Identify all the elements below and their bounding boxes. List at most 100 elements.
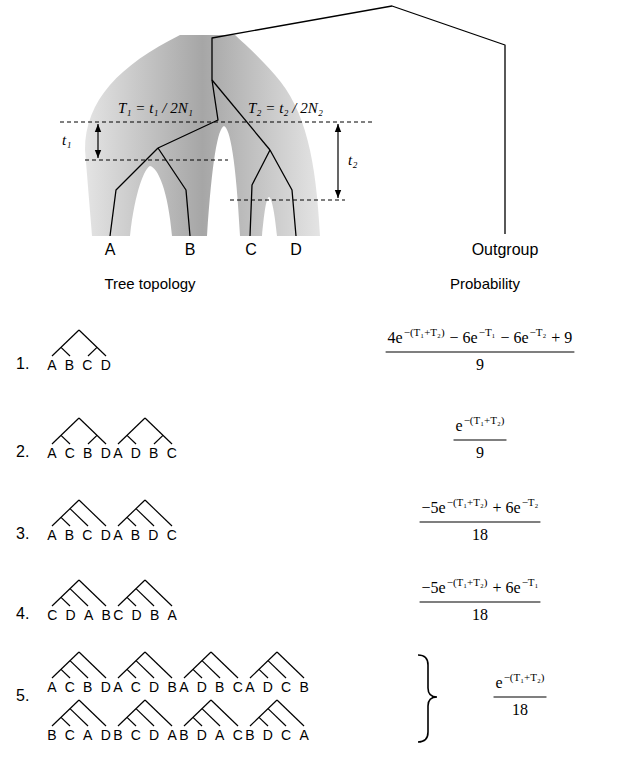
probability-formula: e−(T₁+T₂) 18 bbox=[492, 673, 549, 720]
probability-formula: −5e−(T₁+T₂) + 6e−T₂ 18 bbox=[418, 498, 543, 545]
time-line bbox=[230, 200, 345, 201]
tree-branch bbox=[145, 418, 172, 444]
fraction-bar bbox=[420, 601, 541, 602]
time-label: t₁ bbox=[62, 131, 71, 149]
exponent: −(T₁+T₂) bbox=[447, 576, 488, 588]
tree-branch bbox=[52, 330, 79, 356]
leaf-order: ABCD bbox=[47, 527, 119, 544]
numerator: e−(T₁+T₂) bbox=[496, 673, 545, 694]
tree-branch bbox=[202, 709, 220, 726]
tree-glyph bbox=[184, 652, 238, 678]
exponent: −(T₁+T₂) bbox=[447, 496, 488, 508]
exponent: −T₁ bbox=[522, 576, 539, 588]
tree-branch bbox=[127, 435, 136, 444]
leaf-order: CDAB bbox=[47, 607, 119, 624]
outgroup-branch bbox=[212, 6, 505, 234]
gene-lineage bbox=[250, 150, 270, 236]
leaf-order: ACBD bbox=[47, 445, 119, 462]
tree-branch bbox=[61, 669, 70, 678]
numerator: −5e−(T₁+T₂) + 6e−T₂ bbox=[422, 498, 539, 519]
fraction-bars bbox=[386, 352, 575, 697]
time-line bbox=[60, 122, 375, 123]
numerator: −5e−(T₁+T₂) + 6e−T₁ bbox=[422, 578, 539, 599]
tree-branch bbox=[136, 661, 154, 678]
row-number: 4. bbox=[16, 604, 29, 623]
tree-branch bbox=[136, 589, 154, 606]
tree-branch bbox=[193, 717, 202, 726]
tree-branch bbox=[70, 661, 88, 678]
fraction-bar bbox=[454, 439, 507, 440]
tree-branch bbox=[79, 418, 106, 444]
population-shading bbox=[85, 35, 320, 236]
interval-arrow bbox=[97, 124, 98, 158]
denominator: 9 bbox=[476, 443, 484, 463]
exponent: −T₁ bbox=[479, 326, 496, 338]
leaf-order: ACDB bbox=[113, 679, 185, 696]
tree-branch bbox=[70, 509, 88, 526]
tree-branch bbox=[61, 597, 70, 606]
tree-branch bbox=[79, 330, 106, 356]
tree-branch bbox=[145, 580, 172, 606]
tree-branch bbox=[145, 652, 172, 678]
leaf-order: BCAD bbox=[47, 727, 119, 744]
tree-branch bbox=[277, 652, 304, 678]
leaf-order: ADCB bbox=[245, 679, 317, 696]
formula-term: e bbox=[496, 674, 503, 691]
tree-glyph bbox=[52, 580, 106, 606]
tree-branch bbox=[193, 669, 202, 678]
exponent: −T₂ bbox=[522, 496, 539, 508]
exponent: −(T₁+T₂) bbox=[504, 671, 545, 683]
curly-brace bbox=[418, 655, 437, 742]
tree-branch bbox=[259, 669, 268, 678]
tree-branch bbox=[268, 661, 286, 678]
formula-term: + 6e bbox=[493, 499, 521, 516]
formula-term: −5e bbox=[422, 579, 446, 596]
tree-branch bbox=[79, 652, 106, 678]
formula-term: + 9 bbox=[551, 329, 572, 346]
tree-glyph bbox=[184, 700, 238, 726]
tree-branch bbox=[145, 700, 172, 726]
denominator: 18 bbox=[512, 700, 528, 720]
formula-term: 4e bbox=[388, 329, 403, 346]
exponent: −T₂ bbox=[530, 326, 547, 338]
tree-branch bbox=[61, 717, 70, 726]
scaled-time-label: T₂ = t₂ / 2N₂ bbox=[248, 99, 323, 117]
leaf-order: ABDC bbox=[113, 527, 185, 544]
leaf-order: ADBC bbox=[113, 445, 185, 462]
interval-arrow bbox=[337, 124, 338, 198]
tree-glyph bbox=[118, 700, 172, 726]
row-number: 1. bbox=[16, 354, 29, 373]
row-number: 2. bbox=[16, 442, 29, 461]
species-label: C bbox=[245, 240, 257, 259]
species-label: A bbox=[105, 240, 116, 259]
tree-glyph bbox=[52, 418, 106, 444]
formula-term: −5e bbox=[422, 499, 446, 516]
scaled-time-label: T₁ = t₁ / 2N₁ bbox=[118, 99, 193, 117]
tree-branch bbox=[259, 717, 268, 726]
tree-branch bbox=[268, 709, 286, 726]
species-label: Outgroup bbox=[472, 240, 539, 259]
leaf-order: BDAC bbox=[179, 727, 251, 744]
time-label: t₂ bbox=[348, 151, 357, 169]
tree-glyph bbox=[118, 418, 172, 444]
probability-formula: 4e−(T₁+T₂)− 6e−T₁− 6e−T₂+ 99 bbox=[384, 328, 577, 375]
exponent: −(T₁+T₂) bbox=[404, 326, 445, 338]
tree-glyph bbox=[52, 652, 106, 678]
tree-glyph bbox=[118, 652, 172, 678]
tree-branch bbox=[61, 517, 70, 526]
denominator: 18 bbox=[472, 525, 488, 545]
leaf-order: BDCA bbox=[245, 727, 317, 744]
formula-term: + 6e bbox=[493, 579, 521, 596]
leaf-order: ABCD bbox=[47, 357, 119, 374]
denominator: 18 bbox=[472, 605, 488, 625]
formula-term: − 6e bbox=[450, 329, 478, 346]
tree-branch bbox=[127, 597, 136, 606]
gene-lineage bbox=[158, 148, 190, 236]
tree-branch bbox=[145, 500, 172, 526]
tree-glyph bbox=[52, 330, 106, 356]
tree-branch bbox=[88, 347, 97, 356]
denominator: 9 bbox=[476, 355, 484, 375]
exponent: −(T₁+T₂) bbox=[464, 414, 505, 426]
fraction-bar bbox=[386, 351, 575, 352]
numerator: e−(T₁+T₂) bbox=[456, 416, 505, 437]
